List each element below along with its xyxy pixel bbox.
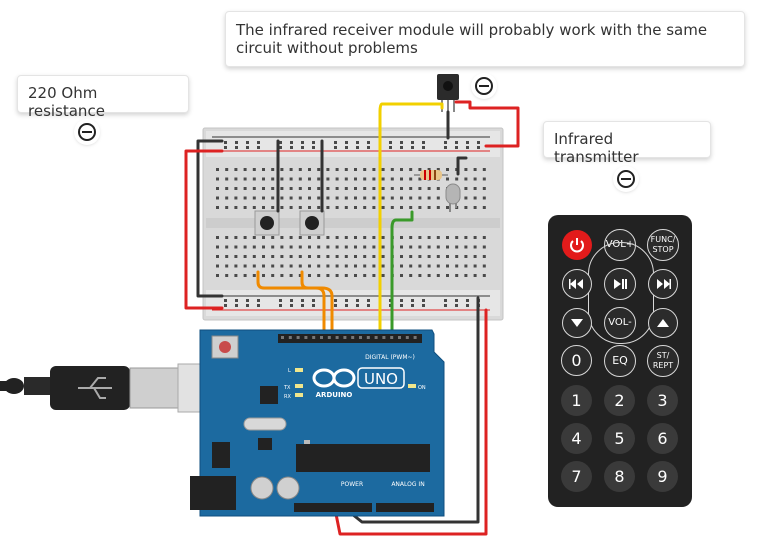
- arduino-logo: [312, 368, 356, 388]
- fast-forward-icon: [657, 279, 671, 289]
- power-button[interactable]: [562, 230, 592, 260]
- down-button[interactable]: [562, 308, 592, 338]
- vol-down-button[interactable]: VOL-: [604, 307, 636, 339]
- eq-button[interactable]: EQ: [604, 345, 636, 377]
- power-icon: [570, 238, 584, 253]
- arduino-brand-label: ARDUINO: [316, 391, 353, 399]
- func-stop-button[interactable]: FUNC/ STOP: [647, 229, 679, 261]
- resistor: [414, 170, 448, 180]
- button-2[interactable]: 2: [604, 385, 635, 416]
- down-arrow-icon: [571, 319, 583, 327]
- button-0[interactable]: 0: [561, 345, 592, 376]
- st-rept-button[interactable]: ST/ REPT: [647, 345, 679, 377]
- up-button[interactable]: [648, 308, 678, 338]
- usb-icon: [78, 377, 112, 399]
- resistor-note-pin-icon[interactable]: [76, 121, 98, 143]
- resistor-note: 220 Ohm resistance: [17, 75, 189, 120]
- ir-led: [445, 183, 461, 212]
- arduino-board: UNO ARDUINO DIGITAL (PWM~) POWER ANALOG …: [190, 329, 445, 517]
- button-7[interactable]: 7: [561, 461, 592, 492]
- receiver-note: The infrared receiver module will probab…: [225, 11, 745, 67]
- play-pause-button[interactable]: [604, 268, 636, 300]
- power-pins-label: POWER: [341, 481, 363, 488]
- button-5[interactable]: 5: [604, 423, 635, 454]
- on-led-label: ON: [418, 385, 426, 391]
- wires: [184, 100, 520, 536]
- l-led-label: L: [288, 368, 291, 374]
- button-9[interactable]: 9: [647, 461, 678, 492]
- digital-header: [281, 336, 417, 339]
- button-6[interactable]: 6: [647, 423, 678, 454]
- transmitter-note: Infrared transmitter: [543, 121, 711, 166]
- rewind-icon: [569, 279, 583, 289]
- pushbutton-1: [254, 210, 280, 236]
- digital-pins-label: DIGITAL (PWM~): [365, 354, 415, 361]
- play-pause-icon: [614, 279, 627, 289]
- ir-receiver: [437, 74, 459, 112]
- up-arrow-icon: [657, 319, 669, 327]
- button-1[interactable]: 1: [561, 385, 592, 416]
- button-4[interactable]: 4: [561, 423, 592, 454]
- fast-forward-button[interactable]: [648, 269, 678, 299]
- button-3[interactable]: 3: [647, 385, 678, 416]
- pushbutton-2: [299, 210, 325, 236]
- arduino-model-label: UNO: [364, 370, 398, 388]
- button-8[interactable]: 8: [604, 461, 635, 492]
- rewind-button[interactable]: [562, 269, 592, 299]
- tx-label: TX: [283, 385, 291, 391]
- transmitter-note-pin-icon[interactable]: [615, 168, 637, 190]
- rx-label: RX: [284, 394, 291, 400]
- receiver-note-pin-icon[interactable]: [473, 75, 495, 97]
- analog-pins-label: ANALOG IN: [391, 481, 424, 488]
